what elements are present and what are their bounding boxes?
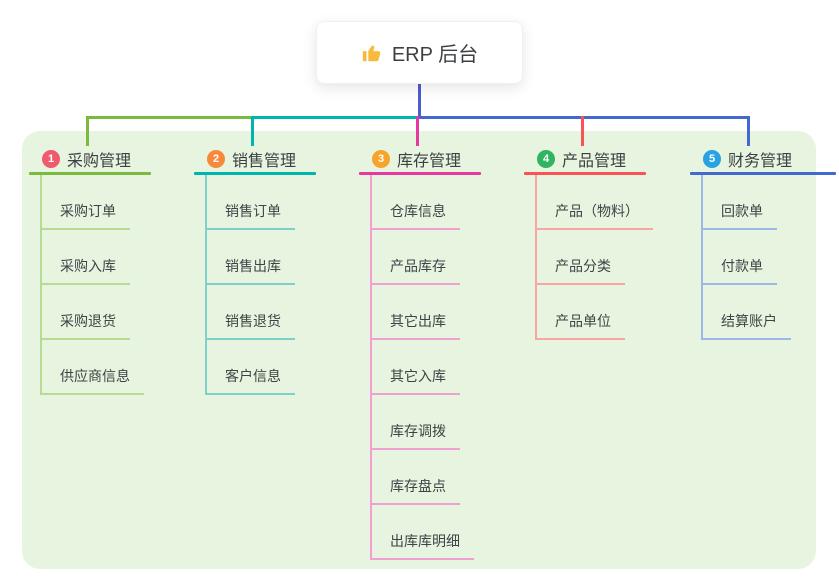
- branch-finance: 5 财务管理 回款单付款单结算账户: [690, 146, 836, 340]
- thumbs-up-icon: [361, 42, 383, 64]
- children-group: 仓库信息产品库存其它出库其它入库库存调拨库存盘点出库库明细: [370, 175, 481, 560]
- children-group: 采购订单采购入库采购退货供应商信息: [40, 175, 151, 395]
- child-node-label: 产品分类: [537, 256, 625, 285]
- topic-node[interactable]: 1 采购管理: [29, 146, 151, 172]
- child-node[interactable]: 产品单位: [537, 285, 653, 340]
- child-node[interactable]: 产品库存: [372, 230, 481, 285]
- child-node[interactable]: 其它出库: [372, 285, 481, 340]
- topic-underline: [194, 172, 316, 175]
- child-node[interactable]: 采购退货: [42, 285, 151, 340]
- child-node-label: 回款单: [703, 201, 777, 230]
- child-node[interactable]: 回款单: [703, 175, 836, 230]
- topic-node-label: 财务管理: [728, 153, 793, 170]
- children-group: 销售订单销售出库销售退货客户信息: [205, 175, 316, 395]
- child-node-label: 出库库明细: [372, 531, 474, 560]
- child-node[interactable]: 其它入库: [372, 340, 481, 395]
- topic-underline: [690, 172, 836, 175]
- children-group: 回款单付款单结算账户: [701, 175, 836, 340]
- topic-underline: [29, 172, 151, 175]
- connector-bus-teal: [251, 116, 419, 119]
- child-node[interactable]: 采购入库: [42, 230, 151, 285]
- child-node-label: 采购退货: [42, 311, 130, 340]
- child-node-label: 供应商信息: [42, 366, 144, 395]
- child-node[interactable]: 采购订单: [42, 175, 151, 230]
- topic-node-label: 销售管理: [232, 153, 297, 170]
- branch-number-badge: 4: [537, 150, 555, 168]
- branch-number-badge: 3: [372, 150, 390, 168]
- topic-node[interactable]: 5 财务管理: [690, 146, 836, 172]
- child-node[interactable]: 销售退货: [207, 285, 316, 340]
- child-node-label: 产品单位: [537, 311, 625, 340]
- connector-drop-product: [581, 116, 584, 146]
- child-node[interactable]: 出库库明细: [372, 505, 481, 560]
- child-node-label: 库存调拨: [372, 421, 460, 450]
- child-node[interactable]: 产品（物料）: [537, 175, 653, 230]
- root-node-label: ERP 后台: [391, 44, 479, 66]
- child-node[interactable]: 库存盘点: [372, 450, 481, 505]
- child-node[interactable]: 产品分类: [537, 230, 653, 285]
- topic-node[interactable]: 3 库存管理: [359, 146, 481, 172]
- branch-number-badge: 2: [207, 150, 225, 168]
- topic-underline: [524, 172, 646, 175]
- connector-bus-green: [86, 116, 254, 119]
- child-node[interactable]: 付款单: [703, 230, 836, 285]
- child-node[interactable]: 销售出库: [207, 230, 316, 285]
- children-group: 产品（物料） 产品分类产品单位: [535, 175, 653, 340]
- child-node-label: 仓库信息: [372, 201, 460, 230]
- child-node[interactable]: 销售订单: [207, 175, 316, 230]
- topic-node[interactable]: 4 产品管理: [524, 146, 653, 172]
- child-node[interactable]: 供应商信息: [42, 340, 151, 395]
- child-node-label: 产品（物料）: [537, 201, 653, 230]
- child-node[interactable]: 客户信息: [207, 340, 316, 395]
- connector-drop-finance: [747, 116, 750, 146]
- branch-number-badge: 1: [42, 150, 60, 168]
- child-node-label: 其它入库: [372, 366, 460, 395]
- topic-node-label: 库存管理: [397, 153, 462, 170]
- child-node-label: 结算账户: [703, 311, 791, 340]
- branch-procurement: 1 采购管理 采购订单采购入库采购退货供应商信息: [29, 146, 151, 395]
- branch-sales: 2 销售管理 销售订单销售出库销售退货客户信息: [194, 146, 316, 395]
- branches-background-panel: [22, 131, 816, 569]
- child-node-label: 销售出库: [207, 256, 295, 285]
- topic-underline: [359, 172, 481, 175]
- child-node-label: 库存盘点: [372, 476, 460, 505]
- branch-product: 4 产品管理 产品（物料） 产品分类产品单位: [524, 146, 653, 340]
- child-node-label: 销售退货: [207, 311, 295, 340]
- child-node-label: 产品库存: [372, 256, 460, 285]
- child-node-label: 采购入库: [42, 256, 130, 285]
- branch-inventory: 3 库存管理 仓库信息产品库存其它出库其它入库库存调拨库存盘点出库库明细: [359, 146, 481, 560]
- child-node[interactable]: 结算账户: [703, 285, 836, 340]
- child-node-label: 销售订单: [207, 201, 295, 230]
- branch-number-badge: 5: [703, 150, 721, 168]
- child-node-label: 付款单: [703, 256, 777, 285]
- child-node[interactable]: 库存调拨: [372, 395, 481, 450]
- topic-node-label: 采购管理: [67, 153, 132, 170]
- connector-drop-procurement: [86, 116, 89, 146]
- child-node[interactable]: 仓库信息: [372, 175, 481, 230]
- connector-drop-inventory: [416, 116, 419, 146]
- topic-node-label: 产品管理: [562, 153, 627, 170]
- child-node-label: 其它出库: [372, 311, 460, 340]
- child-node-label: 采购订单: [42, 201, 130, 230]
- root-node[interactable]: ERP 后台: [316, 21, 523, 84]
- child-node-label: 客户信息: [207, 366, 295, 395]
- connector-drop-sales: [251, 116, 254, 146]
- topic-node[interactable]: 2 销售管理: [194, 146, 316, 172]
- root-connector-line: [418, 83, 421, 117]
